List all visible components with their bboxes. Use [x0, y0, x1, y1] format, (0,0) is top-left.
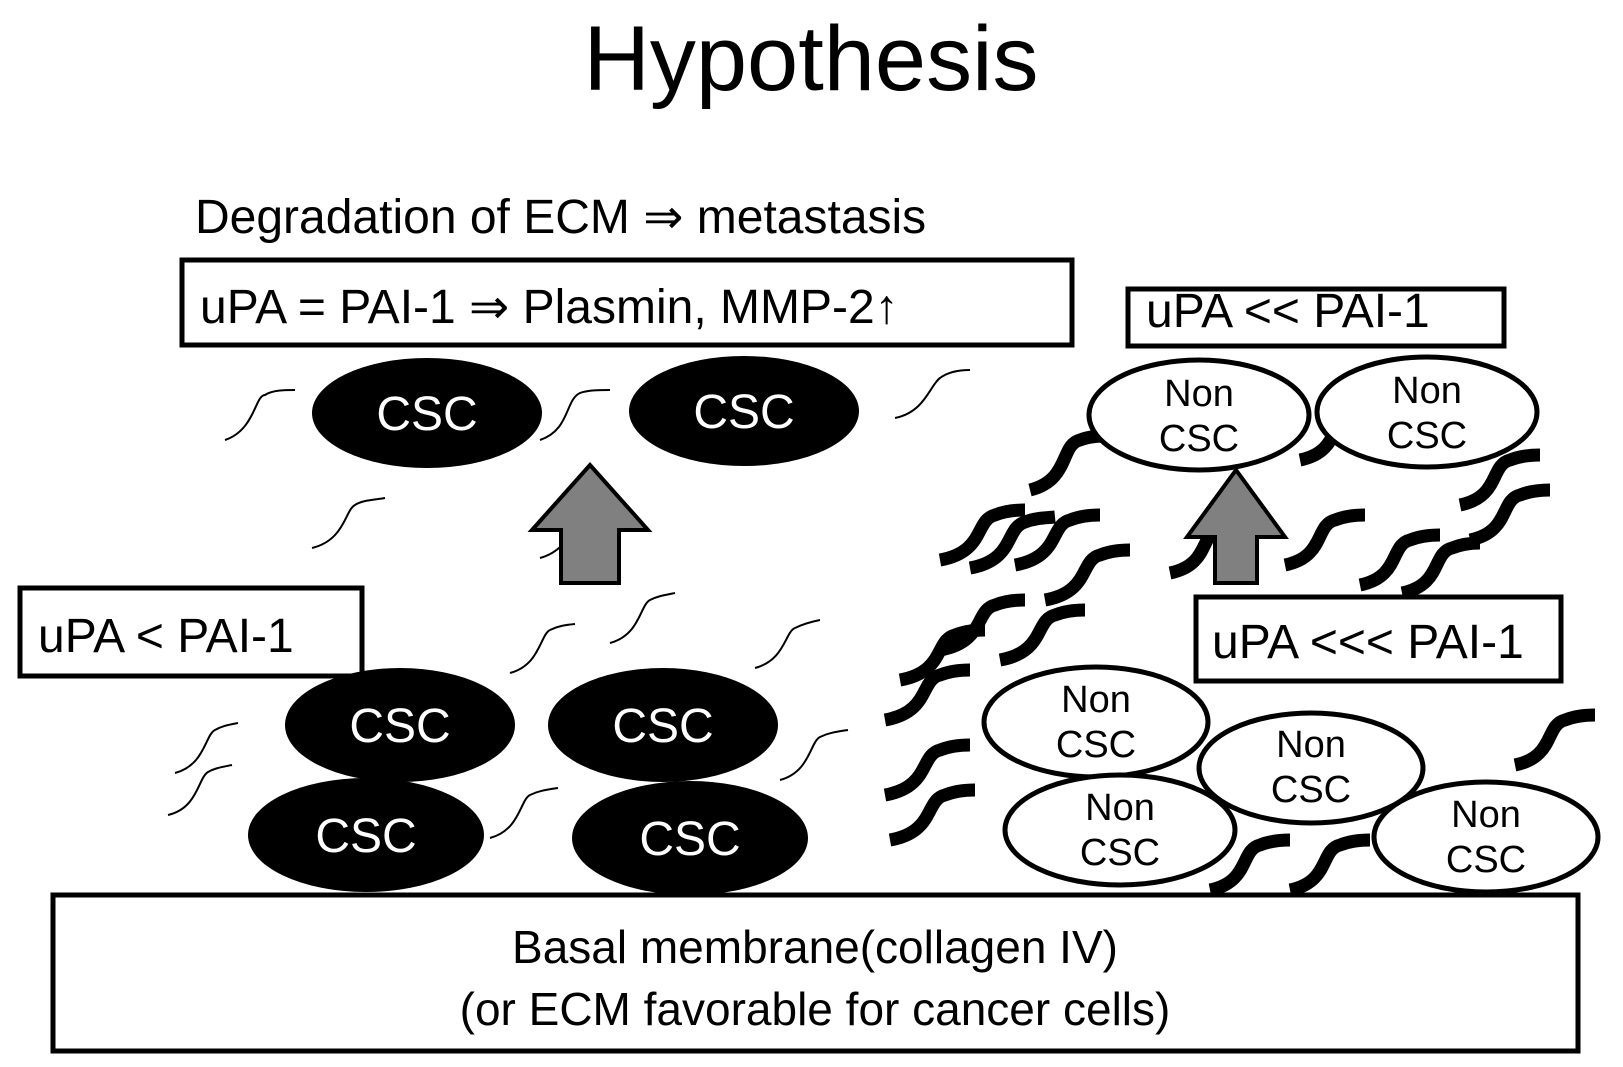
csc-cells: CSC CSC CSC CSC CSC CSC	[248, 356, 859, 895]
diagram-title: Hypothesis	[583, 8, 1038, 110]
basal-membrane-line1: Basal membrane(collagen IV)	[512, 921, 1118, 973]
non-csc-cell-label-line1: Non	[1392, 370, 1462, 412]
thin-fiber	[754, 619, 821, 669]
thick-fiber	[938, 593, 1026, 657]
csc-cell-label: CSC	[376, 388, 477, 441]
left-lower-box: uPA < PAI-1	[17, 585, 365, 679]
csc-cell-body	[285, 668, 515, 782]
csc-cell-label: CSC	[612, 700, 713, 753]
thick-fiber	[1400, 536, 1481, 600]
thin-fiber	[167, 764, 233, 816]
non-csc-cell: Non CSC	[1196, 710, 1426, 826]
thick-fibers-right	[883, 403, 1596, 897]
thin-fiber	[539, 389, 611, 441]
thick-fiber	[1027, 429, 1111, 497]
right-top-box: uPA << PAI-1	[1125, 285, 1507, 349]
thin-fiber	[779, 729, 849, 781]
non-csc-cell-label-line2: CSC	[1056, 724, 1136, 766]
thin-fiber	[311, 497, 386, 549]
csc-cell: CSC	[248, 778, 484, 892]
non-csc-cell-body	[1002, 772, 1238, 888]
thick-fiber	[1513, 708, 1596, 772]
non-csc-cell-label-line1: Non	[1276, 724, 1346, 766]
csc-cell-body	[629, 356, 859, 466]
basal-membrane-border	[50, 892, 1581, 1054]
thick-fiber	[1013, 508, 1101, 572]
non-csc-cell-label-line2: CSC	[1446, 839, 1526, 881]
non-csc-cell-body	[1314, 354, 1540, 470]
thick-fiber	[938, 503, 1026, 567]
thick-fiber	[883, 738, 971, 802]
thin-fiber	[174, 722, 239, 774]
non-csc-cell-label-line2: CSC	[1159, 418, 1239, 460]
thick-fiber	[888, 783, 976, 847]
thick-fiber	[1358, 528, 1441, 592]
csc-cell: CSC	[572, 781, 808, 895]
up-arrow-icon-left	[527, 461, 653, 585]
csc-cell: CSC	[629, 356, 859, 466]
left-top-box: uPA = PAI-1 ⇒ Plasmin, MMP-2↑	[179, 257, 1075, 348]
non-csc-cell-label-line1: Non	[1164, 373, 1234, 415]
non-csc-cell-label-line2: CSC	[1387, 415, 1467, 457]
non-csc-cell-label-line1: Non	[1451, 794, 1521, 836]
csc-cell-label: CSC	[315, 810, 416, 863]
non-csc-cell-body	[1196, 710, 1426, 826]
right-lower-box: uPA <<< PAI-1	[1193, 594, 1564, 684]
thick-fiber	[1458, 448, 1541, 512]
thin-fiber	[224, 389, 296, 441]
non-csc-cell: Non CSC	[1086, 357, 1312, 473]
csc-cell-label: CSC	[693, 386, 794, 439]
degradation-header: Degradation of ECM ⇒ metastasis	[195, 191, 926, 244]
thick-fiber	[1208, 833, 1291, 897]
non-csc-cell: Non CSC	[1371, 779, 1601, 895]
thin-fiber	[609, 592, 676, 644]
non-csc-cell-label-line2: CSC	[1271, 769, 1351, 811]
csc-cell: CSC	[548, 668, 778, 782]
csc-cell-body	[312, 358, 542, 468]
csc-cell-label: CSC	[349, 700, 450, 753]
thin-fiber	[489, 787, 559, 839]
non-csc-cell-body	[1371, 779, 1601, 895]
csc-cell: CSC	[285, 668, 515, 782]
non-csc-cells: Non CSC Non CSC Non CSC Non CSC Non CSC …	[981, 354, 1601, 895]
non-csc-cell: Non CSC	[1002, 772, 1238, 888]
csc-cell-body	[572, 781, 808, 895]
thick-fiber	[1283, 508, 1366, 572]
csc-cell: CSC	[312, 358, 542, 468]
thick-fiber	[1043, 543, 1131, 607]
thick-fiber	[998, 603, 1086, 667]
thick-fiber	[968, 510, 1056, 575]
csc-cell-body	[548, 668, 778, 782]
basal-membrane-box: Basal membrane(collagen IV) (or ECM favo…	[50, 892, 1581, 1054]
non-csc-cell: Non CSC	[981, 664, 1211, 780]
non-csc-cell-label-line1: Non	[1061, 679, 1131, 721]
left-lower-box-border	[17, 585, 365, 679]
thin-fiber	[509, 623, 576, 674]
left-top-box-label: uPA = PAI-1 ⇒ Plasmin, MMP-2↑	[200, 281, 899, 334]
basal-membrane-line2: (or ECM favorable for cancer cells)	[460, 983, 1171, 1035]
non-csc-cell: Non CSC	[1314, 354, 1540, 470]
thick-fiber	[1468, 483, 1551, 547]
csc-cell-label: CSC	[639, 813, 740, 866]
left-top-box-border	[179, 257, 1075, 348]
thin-fiber	[894, 369, 971, 419]
thick-fiber	[883, 663, 971, 727]
non-csc-cell-body	[1086, 357, 1312, 473]
up-arrow-icon-right	[1183, 466, 1289, 585]
csc-cell-body	[248, 778, 484, 892]
right-lower-box-label: uPA <<< PAI-1	[1212, 616, 1524, 669]
thick-fiber	[1288, 833, 1371, 897]
right-top-box-border	[1125, 286, 1507, 349]
left-lower-box-label: uPA < PAI-1	[38, 610, 294, 663]
non-csc-cell-label-line1: Non	[1085, 787, 1155, 829]
right-lower-box-border	[1193, 594, 1564, 684]
right-top-box-label: uPA << PAI-1	[1146, 285, 1430, 338]
non-csc-cell-label-line2: CSC	[1080, 832, 1160, 874]
